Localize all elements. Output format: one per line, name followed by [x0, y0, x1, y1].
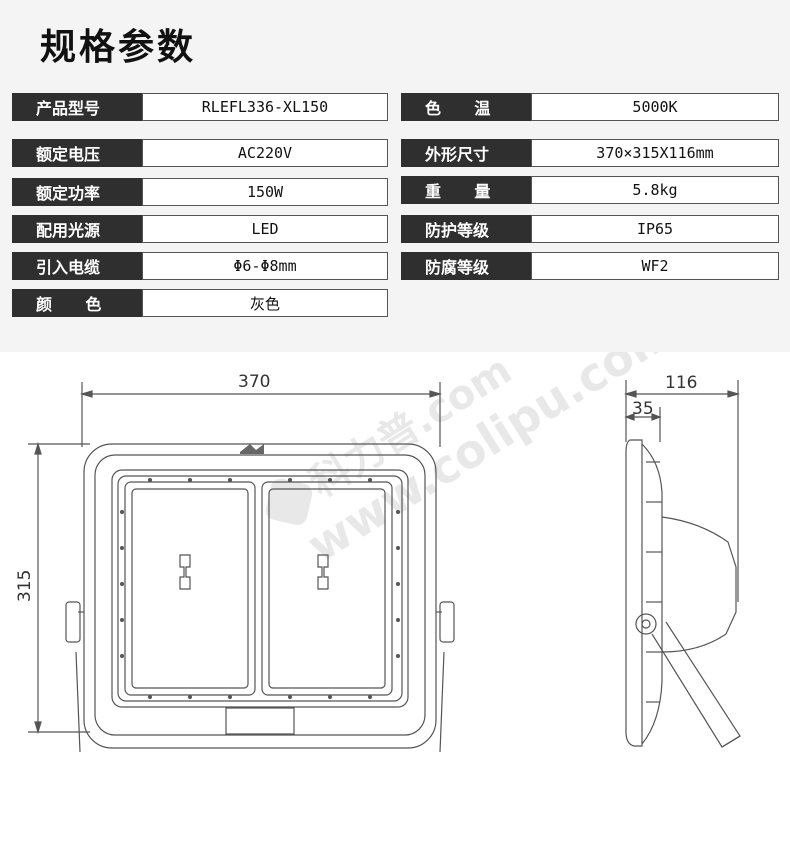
- dim-width-label: 370: [238, 372, 270, 392]
- spec-label: 防护等级: [401, 215, 531, 243]
- spec-value: 5.8kg: [531, 176, 779, 204]
- spec-label: 配用光源: [12, 215, 142, 243]
- technical-drawing: 370 315 116 35 科力普 .com www.colipu.com: [15, 352, 741, 753]
- spec-label: 产品型号: [12, 93, 142, 121]
- spec-row-weight: 重 量 5.8kg: [401, 176, 779, 204]
- spec-row-model: 产品型号 RLEFL336-XL150: [12, 93, 388, 121]
- dim-depth-small-label: 35: [632, 399, 654, 419]
- spec-value: WF2: [531, 252, 779, 280]
- spec-label: 引入电缆: [12, 252, 142, 280]
- spec-label: 额定电压: [12, 139, 142, 167]
- spec-panel: 规格参数 产品型号 RLEFL336-XL150 额定电压 AC220V 额定功…: [0, 0, 790, 352]
- spec-row-cable: 引入电缆 Φ6-Φ8mm: [12, 252, 388, 280]
- spec-row-color: 颜 色 灰色: [12, 289, 388, 317]
- spec-value: 370×315X116mm: [531, 139, 779, 167]
- spec-value: 150W: [142, 178, 388, 206]
- spec-row-anticorrosion: 防腐等级 WF2: [401, 252, 779, 280]
- spec-label: 外形尺寸: [401, 139, 531, 167]
- watermark-logo-icon: [265, 478, 313, 525]
- spec-label: 色 温: [401, 93, 531, 121]
- spec-row-power: 额定功率 150W: [12, 178, 388, 206]
- spec-value: RLEFL336-XL150: [142, 93, 388, 121]
- spec-value: IP65: [531, 215, 779, 243]
- spec-label: 颜 色: [12, 289, 142, 317]
- spec-row-color-temp: 色 温 5000K: [401, 93, 779, 121]
- spec-value: LED: [142, 215, 388, 243]
- spec-label: 防腐等级: [401, 252, 531, 280]
- spec-row-dimensions: 外形尺寸 370×315X116mm: [401, 139, 779, 167]
- spec-value: 灰色: [142, 289, 388, 317]
- brand-logo-icon: [240, 444, 264, 454]
- spec-row-light-source: 配用光源 LED: [12, 215, 388, 243]
- spec-row-voltage: 额定电压 AC220V: [12, 139, 388, 167]
- spec-value: 5000K: [531, 93, 779, 121]
- spec-row-protection: 防护等级 IP65: [401, 215, 779, 243]
- spec-value: Φ6-Φ8mm: [142, 252, 388, 280]
- spec-value: AC220V: [142, 139, 388, 167]
- spec-label: 重 量: [401, 176, 531, 204]
- watermark: 科力普 .com www.colipu.com: [265, 352, 685, 573]
- page-title: 规格参数: [40, 27, 197, 68]
- dim-height-label: 315: [15, 570, 35, 602]
- spec-label: 额定功率: [12, 178, 142, 206]
- dim-depth-label: 116: [665, 373, 697, 393]
